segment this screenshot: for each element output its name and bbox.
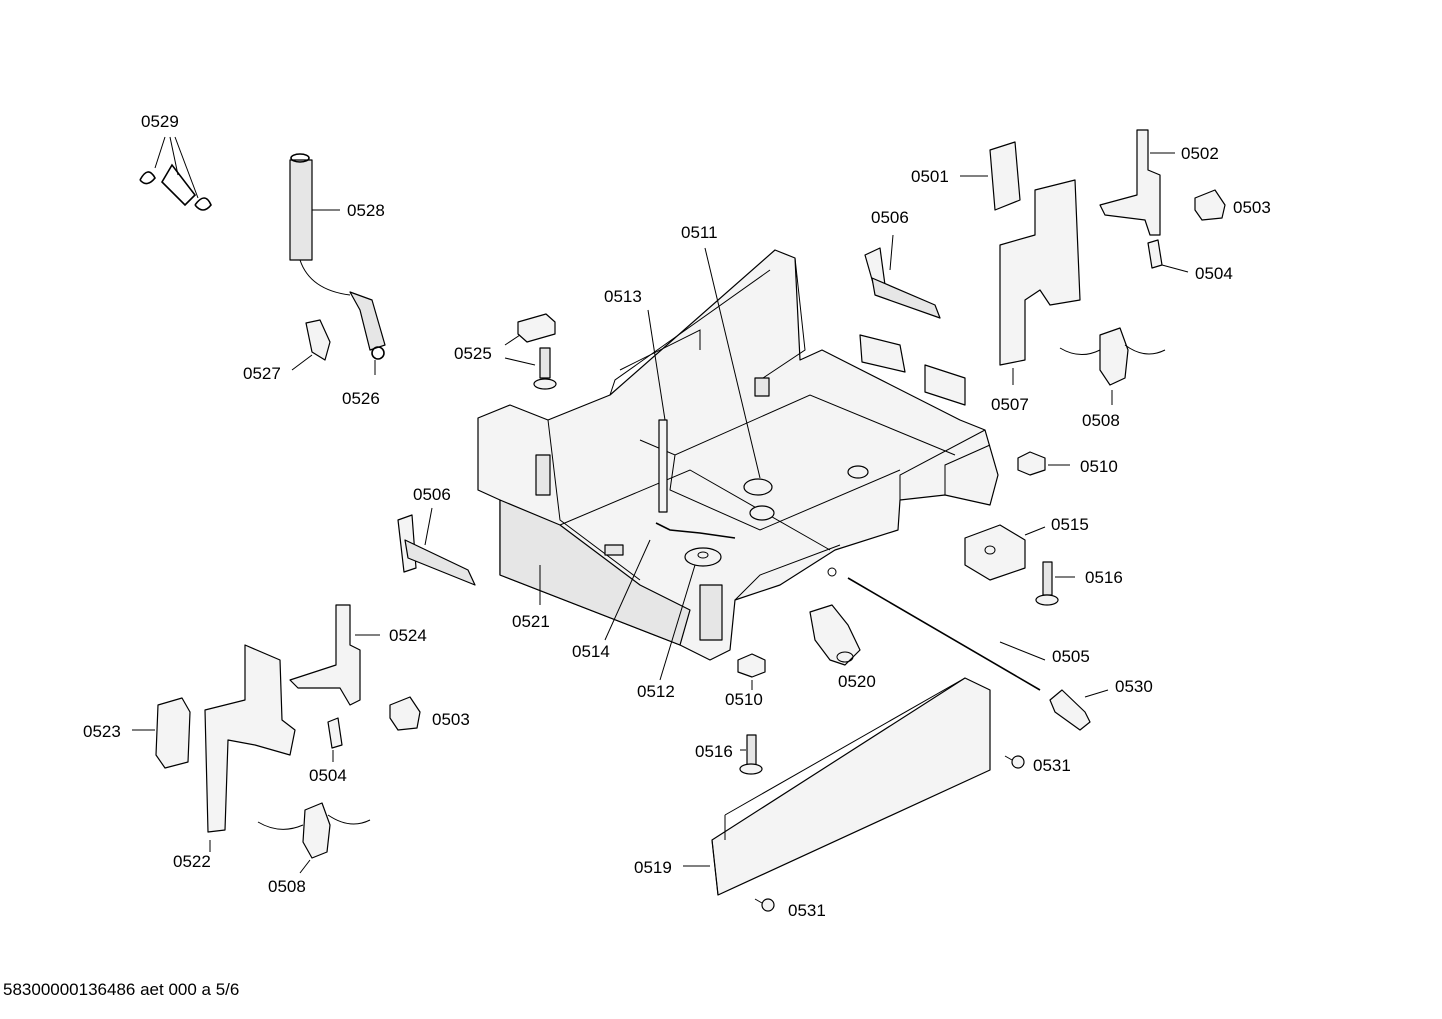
callout-0504-top: 0504 [1195,264,1233,283]
clip-0510-bottom [737,653,766,678]
callout-0504-bottom: 0504 [309,766,347,785]
screw-0531-bottom [754,898,775,912]
callout-0503-top: 0503 [1233,198,1271,217]
callout-0531-bottom: 0531 [788,901,826,920]
screw-0516-bottom [739,734,763,775]
pump-disc [684,547,722,567]
callout-0519: 0519 [634,858,672,877]
box-0515 [964,524,1046,581]
callout-0502: 0502 [1181,144,1219,163]
block-screw-top [504,313,557,390]
bracket-0502 [1099,129,1175,236]
callout-0505: 0505 [1052,647,1090,666]
callout-0510-bottom: 0510 [725,690,763,709]
callout-0525: 0525 [454,344,492,363]
leader-lines [539,247,1046,690]
toe-kick-0519 [683,677,991,896]
callout-0521: 0521 [512,612,550,631]
callout-0508-bottom: 0508 [268,877,306,896]
callout-0523: 0523 [83,722,121,741]
bracket-0522 [204,644,296,852]
document-footer-id: 58300000136486 aet 000 a 5/6 [3,980,240,999]
guide-rod [658,419,668,513]
callout-0531-right: 0531 [1033,756,1071,775]
screw-0531-right [1004,755,1025,769]
callout-0515: 0515 [1051,515,1089,534]
callout-0508-top: 0508 [1082,411,1120,430]
callout-0524: 0524 [389,626,427,645]
clip-0504-bottom [327,717,343,762]
callout-0514: 0514 [572,642,610,661]
float-cap [743,465,869,521]
plug-0530 [1049,689,1109,731]
hose-clamps [139,136,212,211]
base-frame [477,249,999,661]
sensor-wire [655,522,736,539]
valve-0520 [809,604,861,666]
callout-0506-top: 0506 [871,208,909,227]
callout-0527: 0527 [243,364,281,383]
callout-0512: 0512 [637,682,675,701]
spring-left [397,507,476,586]
clip-0510-right [1017,451,1070,476]
clip-0503-bottom [389,696,421,731]
callout-0516-bottom: 0516 [695,742,733,761]
sensor-0508-bottom [257,802,371,874]
callout-0506-bottom: 0506 [413,485,451,504]
callout-0516-right: 0516 [1085,568,1123,587]
callout-labels: 0529 0528 0527 0526 0525 0513 0511 0506 … [83,112,1271,920]
sensor-0508-top [1059,327,1166,405]
callout-0530: 0530 [1115,677,1153,696]
callout-0528: 0528 [347,201,385,220]
cover-0523 [132,697,191,769]
screw-0516-right [1035,561,1075,606]
callout-0526: 0526 [342,389,380,408]
bracket-0501 [960,141,1021,211]
callout-0501: 0501 [911,167,949,186]
shaft-rod [847,577,1041,691]
connectors [859,334,966,406]
bracket-0507 [999,179,1081,385]
clip-0503-top [1194,189,1226,221]
drain-hose [289,153,386,375]
callout-0511: 0511 [681,223,718,242]
spring-right [864,234,941,319]
callout-0529: 0529 [141,112,179,131]
callout-0510-right: 0510 [1080,457,1118,476]
callout-0507: 0507 [991,395,1029,414]
callout-0522: 0522 [173,852,211,871]
callout-0503-bottom: 0503 [432,710,470,729]
callout-0513: 0513 [604,287,642,306]
clip-0504-top [1147,239,1189,273]
callout-0520: 0520 [838,672,876,691]
bracket-0524 [289,604,380,706]
hose-clip [291,319,331,371]
